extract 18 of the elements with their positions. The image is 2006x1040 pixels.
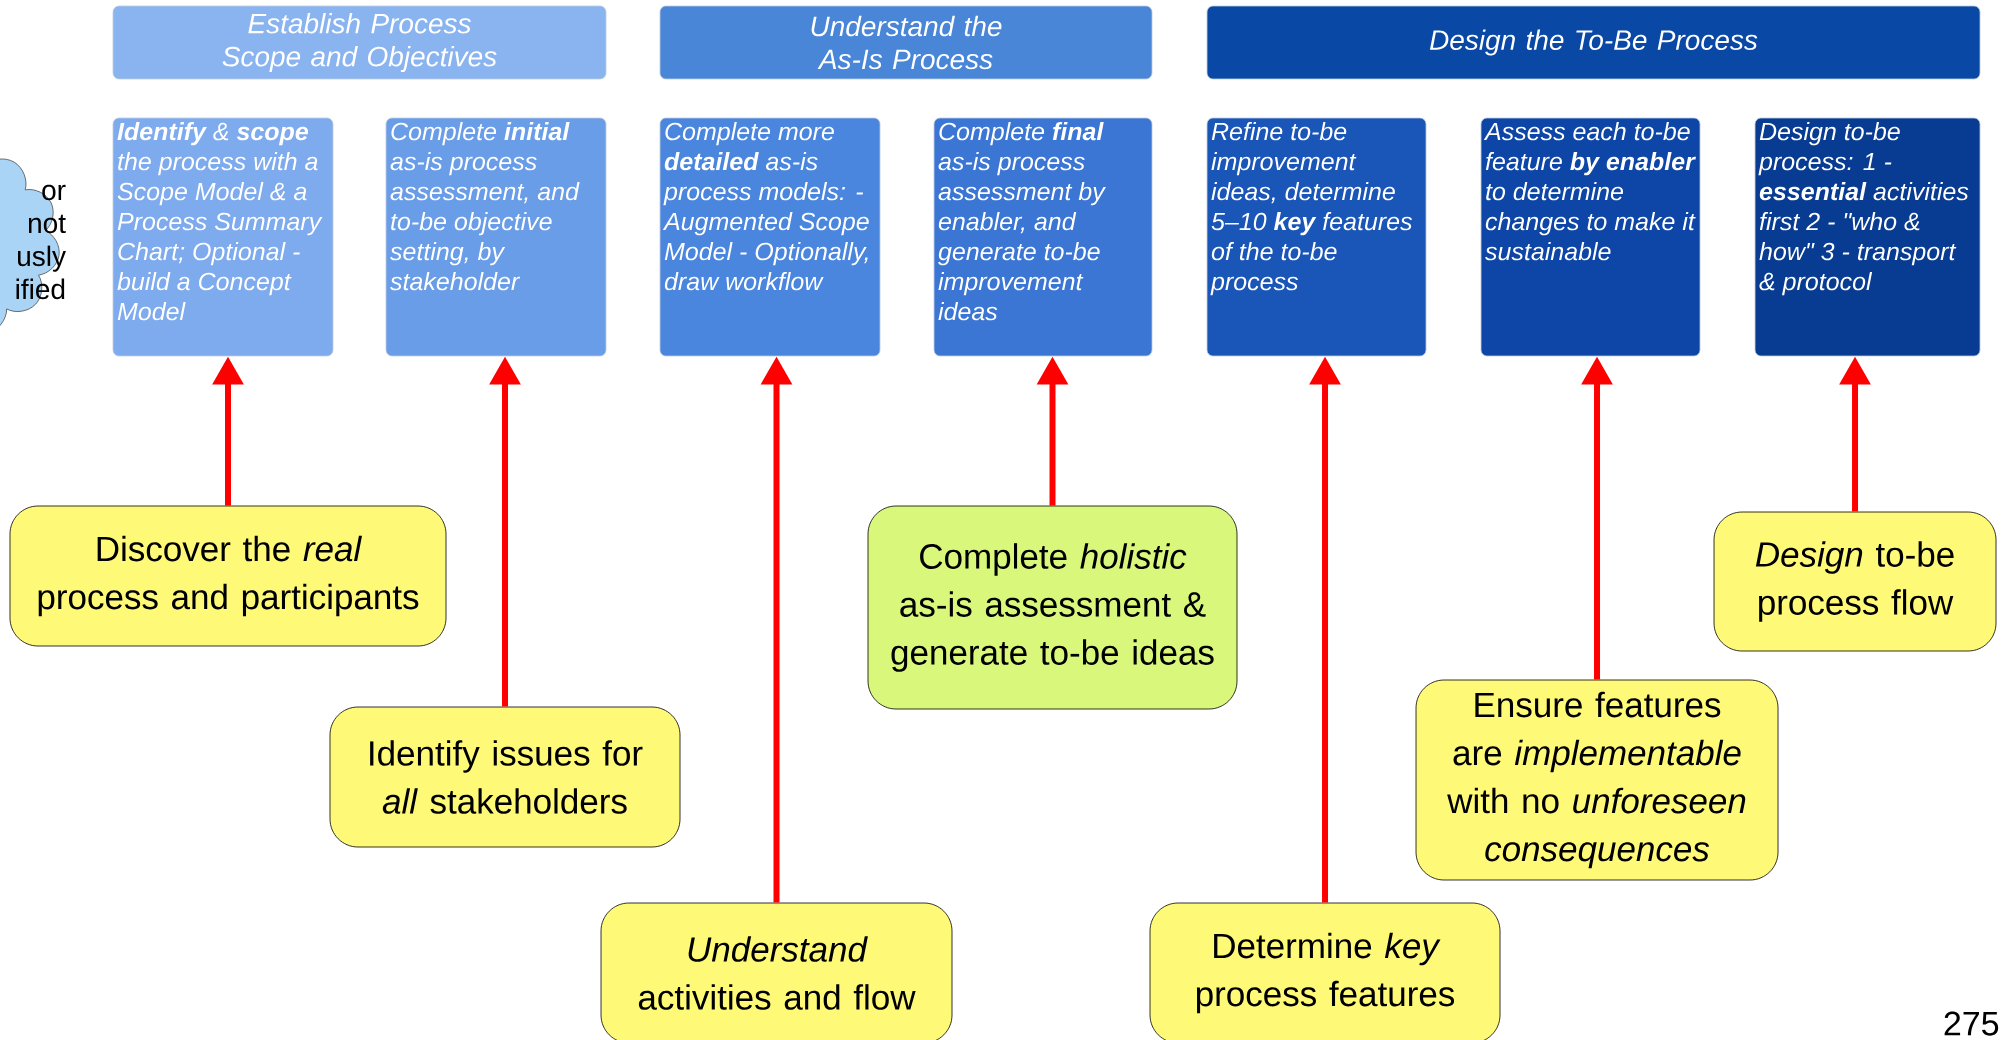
step-box: Complete initial as-is process assessment, and to-be objective setting, by stakeholder: [385, 117, 607, 357]
callout-box: Identify issues for all stakeholders: [329, 706, 681, 848]
step-box: Identify & scope the process with a Scope Model & a Process Summary Chart; Optional - build a Concept Model: [112, 117, 334, 357]
step-box: Design to-be process: 1 - essential activities first 2 - "who & how" 3 - transport & protocol: [1754, 117, 1981, 357]
callout-box: Discover the real process and participants: [9, 505, 447, 647]
callout-box: Design to-be process flow: [1713, 511, 1997, 652]
page-number: 275: [1944, 1011, 1999, 1036]
callout-box: Determine key process features: [1149, 902, 1501, 1040]
callout-box: Ensure features are implementable with no unforeseen consequences: [1415, 679, 1779, 881]
step-box: Complete final as-is process assessment by enabler, and generate to-be improvement ideas: [933, 117, 1153, 357]
step-box: Assess each to-be feature by enabler to determine changes to make it sustainable: [1480, 117, 1701, 357]
callout-box: Complete holistic as-is assessment & generate to-be ideas: [867, 505, 1238, 710]
step-box: Refine to-be improvement ideas, determine 5–10 key features of the to-be process: [1206, 117, 1427, 357]
step-box: Complete more detailed as-is process models: - Augmented Scope Model - Optionally, draw workflow: [659, 117, 881, 357]
phase-header: Design the To-Be Process: [1206, 5, 1981, 80]
phase-header: Establish Process Scope and Objectives: [112, 5, 607, 80]
callout-box: Understand activities and flow: [600, 902, 953, 1040]
phase-header: Understand the As-Is Process: [659, 5, 1153, 80]
